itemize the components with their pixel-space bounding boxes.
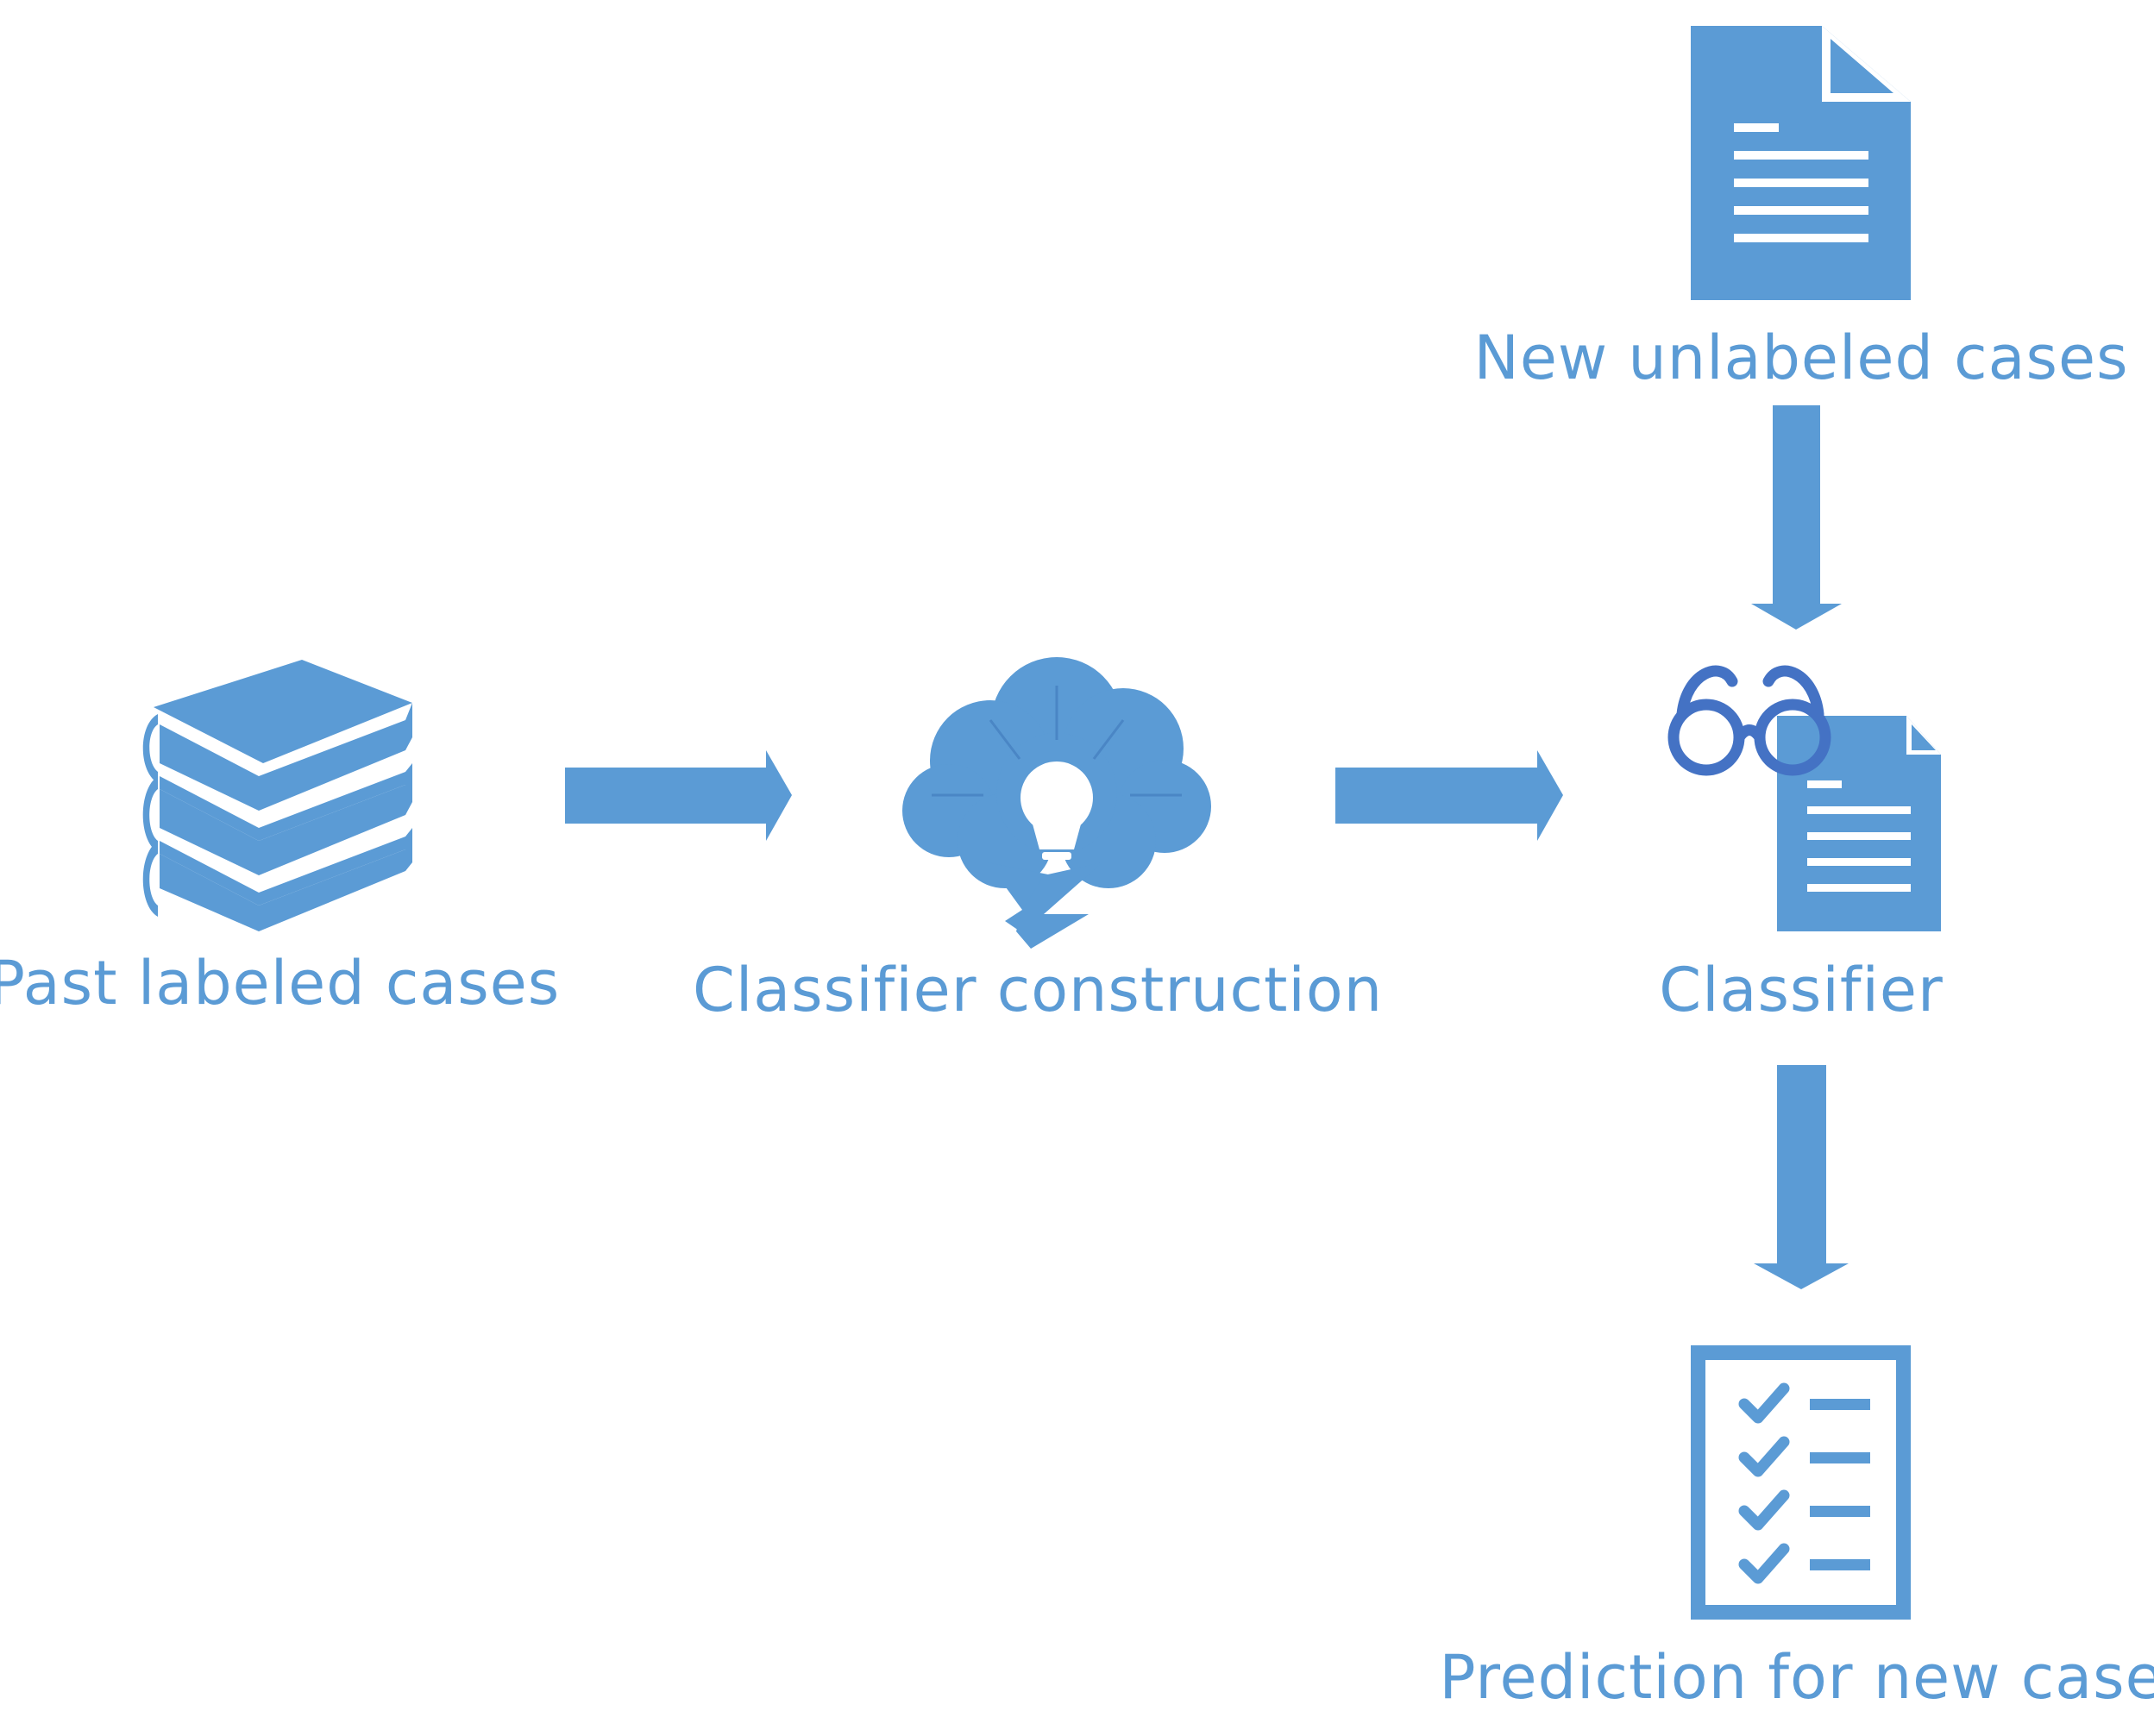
classifier-label: Classifier — [1659, 955, 1944, 1025]
new-unlabeled-cases-label: New unlabeled cases — [1473, 323, 2129, 393]
brain-lightbulb-icon — [902, 657, 1211, 949]
arrow-classifier-to-prediction — [1754, 1065, 1849, 1289]
checklist-icon — [1691, 1345, 1911, 1620]
document-icon — [1691, 26, 1911, 300]
classifier-construction-label: Classifier construction — [692, 955, 1384, 1025]
prediction-for-new-case-label: Prediction for new case — [1439, 1642, 2154, 1713]
arrow-construction-to-classifier — [1335, 750, 1563, 841]
arrow-new-to-classifier — [1751, 405, 1842, 630]
books-icon — [142, 660, 412, 931]
arrow-past-to-construction — [565, 750, 792, 841]
past-labeled-cases-label: Past labeled cases — [0, 948, 561, 1018]
glasses-document-icon — [1667, 665, 1941, 931]
